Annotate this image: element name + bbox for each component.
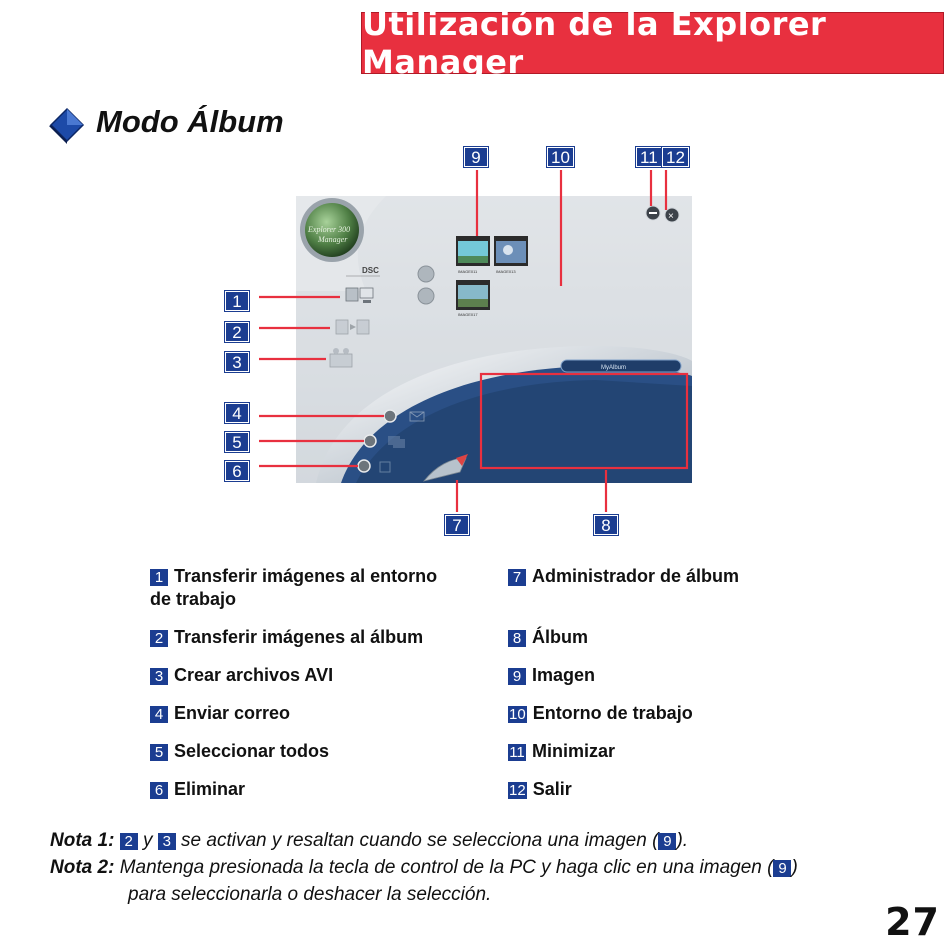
legend-item-8: 8 Álbum: [508, 626, 588, 649]
callout-6: 6: [224, 460, 250, 482]
legend-item-12: 12 Salir: [508, 778, 572, 801]
legend-number: 6: [150, 782, 168, 799]
page-header-title: Utilización de la Explorer Manager: [362, 5, 827, 81]
legend-label: Imagen: [532, 665, 596, 685]
legend-number: 9: [508, 668, 526, 685]
note-2-text: Mantenga presionada la tecla de control …: [119, 857, 774, 878]
album-tab-label[interactable]: MyAlbum: [601, 365, 626, 371]
note-1-end: ).: [676, 830, 689, 851]
legend-item-7: 7 Administrador de álbum: [508, 565, 739, 588]
legend-number: 8: [508, 630, 526, 647]
callout-7: 7: [444, 514, 470, 536]
legend-item-3: 3 Crear archivos AVI: [150, 664, 333, 687]
legend-label: Álbum: [532, 627, 588, 647]
trash-icon: [379, 461, 391, 473]
mail-icon: [409, 411, 425, 422]
logo-line-1: Explorer 300: [307, 225, 350, 234]
thumbnail-label-3: IMAGE017: [458, 312, 478, 317]
section-title: Modo Álbum: [96, 104, 284, 139]
send-mail-button[interactable]: [383, 409, 397, 423]
transfer-to-album-icon[interactable]: [335, 319, 370, 335]
callout-4: 4: [224, 402, 250, 424]
logo-disc: [305, 203, 359, 257]
legend-number: 1: [150, 569, 168, 586]
note-1-number-b: 3: [157, 833, 176, 850]
create-avi-icon[interactable]: [329, 348, 353, 368]
legend-number: 5: [150, 744, 168, 761]
diamond-bullet-icon: [49, 107, 85, 144]
legend-number: 4: [150, 706, 168, 723]
legend-item-11: 11 Minimizar: [508, 740, 615, 763]
note-1-label: Nota 1:: [50, 830, 115, 851]
thumbnail-image-2[interactable]: IMAGE013: [494, 236, 528, 274]
app-window: MyAlbum Explorer 300 Manager DSC: [296, 196, 692, 483]
note-1-number-c: 9: [658, 833, 677, 850]
legend-number: 3: [150, 668, 168, 685]
note-2: Nota 2: Mantenga presionada la tecla de …: [50, 854, 940, 881]
callout-9: 9: [463, 146, 489, 168]
note-1-number-a: 2: [119, 833, 138, 850]
thumbnail-image-3[interactable]: IMAGE017: [456, 280, 490, 317]
note-1-text: se activan y resaltan cuando se seleccio…: [181, 830, 659, 851]
legend-number: 7: [508, 569, 526, 586]
callout-5: 5: [224, 431, 250, 453]
legend-label: Transferir imágenes al álbum: [174, 627, 424, 647]
note-2-number: 9: [773, 860, 792, 877]
transfer-to-workspace-icon[interactable]: [345, 287, 374, 303]
exit-x-icon: ×: [668, 211, 674, 222]
legend-item-9: 9 Imagen: [508, 664, 595, 687]
legend-label: Eliminar: [174, 779, 246, 799]
legend-item-4: 4 Enviar correo: [150, 702, 290, 725]
legend-number: 10: [508, 706, 527, 723]
callout-1: 1: [224, 290, 250, 312]
delete-button[interactable]: [357, 459, 371, 473]
note-2-line-2: para seleccionarla o deshacer la selecci…: [128, 884, 492, 905]
view-toggle-icon[interactable]: [417, 265, 435, 283]
legend-item-6: 6 Eliminar: [150, 778, 245, 801]
legend-item-2: 2 Transferir imágenes al álbum: [150, 626, 423, 649]
dsc-label: DSC: [362, 266, 379, 275]
thumbnail-label-1: IMAGE011: [458, 269, 478, 274]
album-mode-screenshot: MyAlbum Explorer 300 Manager DSC: [296, 196, 692, 483]
note-2-label: Nota 2:: [50, 857, 115, 878]
legend-number: 11: [508, 744, 526, 761]
legend-label: Crear archivos AVI: [174, 665, 334, 685]
trash-small-icon[interactable]: [417, 287, 435, 305]
legend-item-5: 5 Seleccionar todos: [150, 740, 329, 763]
legend-label: Minimizar: [532, 741, 616, 761]
select-all-icon: [388, 436, 405, 448]
callout-8: 8: [593, 514, 619, 536]
note-1: Nota 1: 2 y 3 se activan y resaltan cuan…: [50, 827, 930, 854]
legend-label: Enviar correo: [174, 703, 291, 723]
album-highlight-box: [479, 372, 689, 470]
callout-12: 12: [661, 146, 690, 168]
callout-2: 2: [224, 321, 250, 343]
legend-label: Transferir imágenes al entorno: [174, 566, 438, 586]
legend-label: Administrador de álbum: [532, 566, 740, 586]
exit-button[interactable]: [664, 207, 680, 223]
legend-label: Entorno de trabajo: [532, 703, 693, 723]
legend-number: 12: [508, 782, 527, 799]
select-all-button[interactable]: [363, 434, 377, 448]
header-banner: Utilización de la Explorer Manager: [361, 5, 944, 81]
note-1-and: y: [142, 830, 153, 851]
callout-10: 10: [546, 146, 575, 168]
thumbnail-image-1[interactable]: IMAGE011: [456, 236, 490, 274]
logo-line-2: Manager: [317, 235, 348, 244]
legend-number: 2: [150, 630, 168, 647]
callout-11: 11: [635, 146, 663, 168]
legend-label-cont: de trabajo: [150, 589, 237, 609]
note-2-end: ): [791, 857, 798, 878]
legend-label: Salir: [532, 779, 572, 799]
album-manager-icon[interactable]: [422, 454, 468, 482]
thumbnail-label-2: IMAGE013: [496, 269, 516, 274]
legend-label: Seleccionar todos: [174, 741, 330, 761]
page-number: 27: [885, 900, 940, 944]
callout-3: 3: [224, 351, 250, 373]
legend-item-10: 10 Entorno de trabajo: [508, 702, 693, 725]
legend-item-1: 1 Transferir imágenes al entorno de traba…: [150, 565, 437, 611]
